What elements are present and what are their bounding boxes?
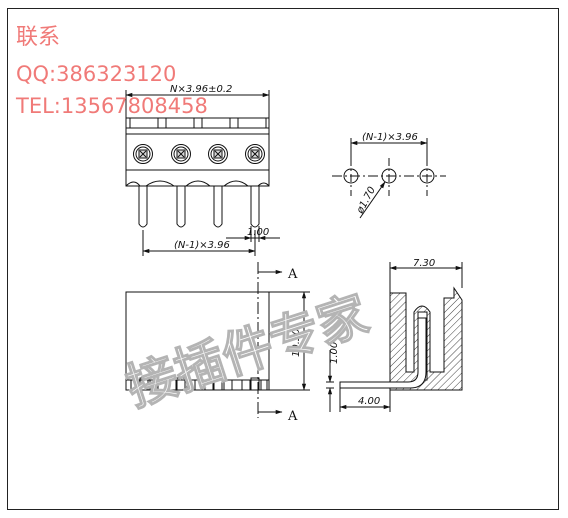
hole-pitch-label: (N-1)×3.96 — [362, 132, 418, 143]
hole-diameter-label: ø1.70 — [354, 185, 378, 216]
screw-head — [171, 144, 191, 164]
pins — [138, 186, 260, 228]
screw-head — [245, 144, 265, 164]
section-view — [326, 262, 463, 412]
clamp-ridges — [129, 117, 267, 129]
drawing-frame — [7, 8, 559, 510]
top-view — [125, 90, 280, 256]
top-view-body — [125, 117, 270, 187]
section-label-top: A — [287, 267, 298, 282]
pin-offset-label: 1.00 — [329, 342, 340, 364]
watermark: 接插件专家 — [120, 285, 376, 417]
pin-width-label: 1.00 — [247, 227, 269, 238]
front-view — [125, 262, 310, 418]
body-height-label: 10.30 — [291, 328, 302, 357]
contact-qq: QQ:386323120 — [16, 62, 177, 86]
side-depth-label: 7.30 — [413, 258, 435, 269]
screw-head — [133, 144, 153, 164]
front-openings — [130, 377, 268, 391]
section-label-bottom: A — [287, 409, 298, 424]
tail-length-label: 4.00 — [358, 396, 380, 407]
contact-title: 联系 — [16, 25, 61, 50]
screw-head — [208, 144, 228, 164]
contact-tel: TEL:13567808458 — [16, 94, 208, 118]
overall-width-label: N×3.96±0.2 — [170, 84, 232, 95]
front-pitch-label: (N-1)×3.96 — [174, 240, 230, 251]
hole-pattern — [332, 138, 446, 219]
